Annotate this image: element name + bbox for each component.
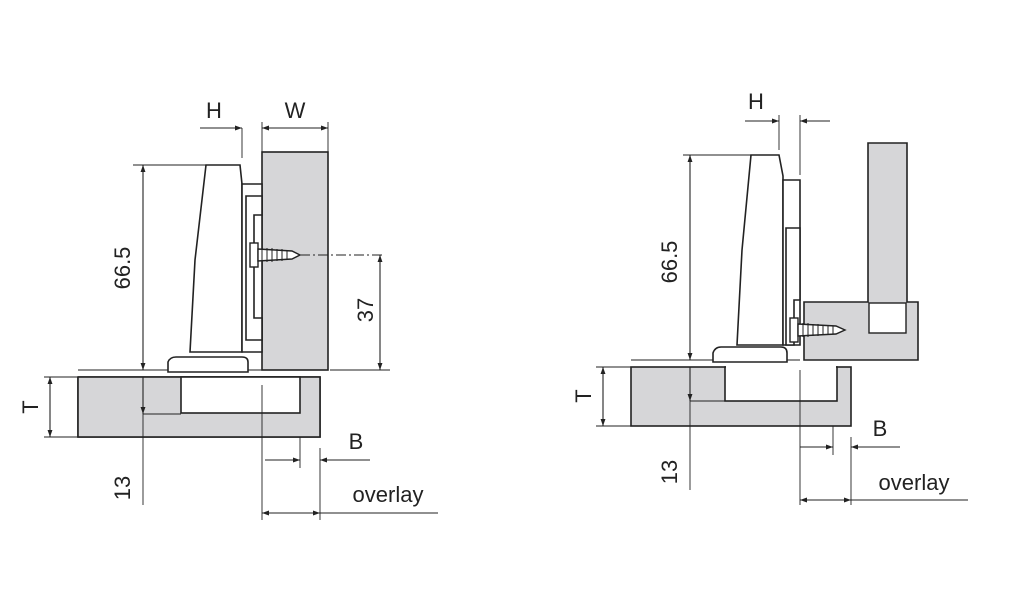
right-height-label: 66.5 xyxy=(657,241,682,284)
left-b-label: B xyxy=(349,429,364,454)
left-37-label: 37 xyxy=(353,298,378,322)
right-cup-bore xyxy=(724,366,838,402)
left-hinge-arm xyxy=(189,164,243,353)
left-height-label: 66.5 xyxy=(110,247,135,290)
left-13-label: 13 xyxy=(110,476,135,500)
left-screw-icon xyxy=(249,242,302,268)
left-w-label: W xyxy=(285,98,306,123)
right-diagram: H 66.5 T 13 B overlay xyxy=(571,89,968,505)
right-hinge-arm xyxy=(736,154,784,346)
left-overlay-label: overlay xyxy=(353,482,424,507)
left-hinge-cup-top xyxy=(167,356,249,373)
right-hinge-cup-top xyxy=(712,346,788,363)
right-overlay-label: overlay xyxy=(879,470,950,495)
left-cup-bore xyxy=(180,376,301,414)
left-t-label: T xyxy=(18,400,43,413)
right-plate-cleat xyxy=(785,227,801,346)
right-b-label: B xyxy=(873,416,888,441)
right-h-label: H xyxy=(748,89,764,114)
left-diagram: H W 66.5 37 T 13 B overlay xyxy=(18,98,438,520)
right-13-label: 13 xyxy=(657,460,682,484)
right-t-label: T xyxy=(571,389,596,402)
right-door-frame-recess xyxy=(868,302,907,334)
left-h-label: H xyxy=(206,98,222,123)
left-plate-cleat xyxy=(245,195,263,341)
right-screw-icon xyxy=(789,317,847,343)
